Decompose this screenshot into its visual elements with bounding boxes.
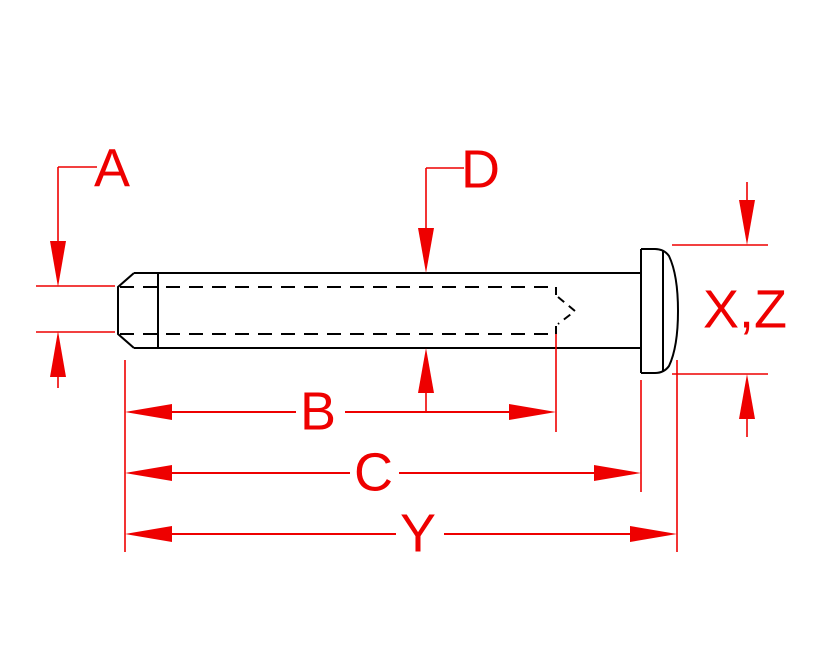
dimension-y-arrow-left <box>125 526 172 542</box>
dimension-xz-arrow-up <box>739 374 755 419</box>
dimension-c: C <box>125 442 641 502</box>
dimension-xz-arrow-down <box>739 200 755 245</box>
dimension-xz-label: X,Z <box>703 279 787 339</box>
dimension-b-label: B <box>300 381 336 441</box>
head-dome-profile <box>641 248 680 374</box>
dimension-a: A <box>36 138 130 388</box>
dimension-y-arrow-right <box>630 526 677 542</box>
horizontal-dimension-extensions <box>124 334 678 552</box>
dimension-d-arrow-up <box>418 348 434 393</box>
dimension-b-arrow-right <box>509 404 556 420</box>
dimension-c-arrow-right <box>594 465 641 481</box>
dimension-d: D <box>418 139 500 412</box>
dimension-d-arrow-down <box>418 228 434 273</box>
dimension-xz: X,Z <box>672 182 787 437</box>
drill-point-cone <box>557 296 577 325</box>
dimension-b-arrow-left <box>125 404 172 420</box>
dimension-a-arrow-down <box>50 241 66 287</box>
dimension-b: B <box>125 381 556 441</box>
dimension-a-arrow-up <box>50 331 66 377</box>
dimension-a-label: A <box>94 138 130 198</box>
dimension-y-label: Y <box>400 503 436 563</box>
dimension-c-label: C <box>354 442 393 502</box>
dimension-y: Y <box>125 503 677 563</box>
part-geometry <box>117 248 680 374</box>
chamfer-end-face <box>117 272 135 349</box>
dimension-c-arrow-left <box>125 465 172 481</box>
dimension-d-label: D <box>461 139 500 199</box>
